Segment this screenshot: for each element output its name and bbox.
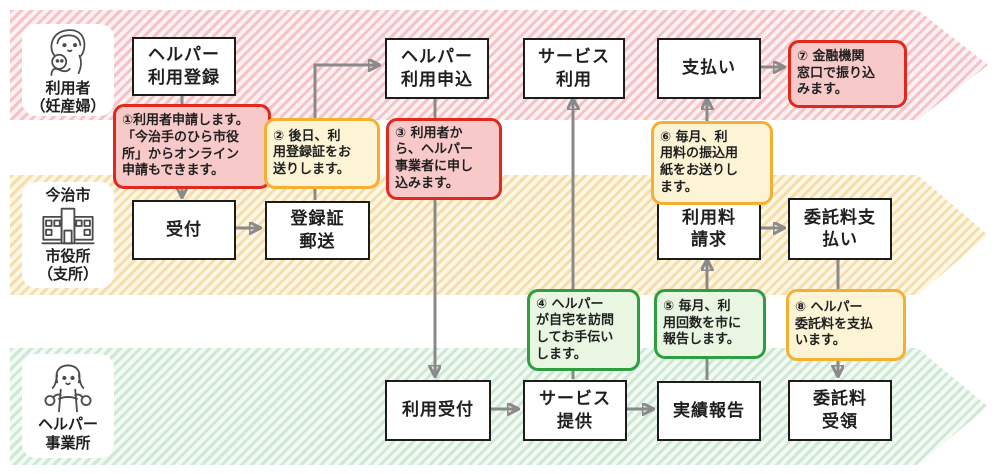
lane-label-helper-text: ヘルパー 事業所 [37, 415, 98, 452]
callout-7-bank-transfer: ⑦ 金融機関 窓口で振り込 みます。 [788, 40, 907, 108]
flow-box-service-use: サービス 利用 [523, 38, 625, 99]
flow-box-helper-registration: ヘルパー 利用登録 [132, 37, 236, 96]
lane-label-users: 利用者 （妊産婦） [22, 24, 114, 116]
flow-box-payment: 支払い [657, 38, 761, 99]
flow-box-commission-receipt: 委託料 受領 [788, 380, 892, 441]
callout-5-monthly-report: ⑤ 毎月、利 用回数を市に 報告します。 [654, 289, 766, 359]
flow-box-use-reception: 利用受付 [385, 380, 491, 441]
flow-box-service-provision: サービス 提供 [523, 380, 627, 441]
lane-label-city-top-text: 今治市 [45, 185, 91, 204]
mother-baby-icon [50, 29, 86, 76]
callout-8-pay-commission: ⑧ ヘルパー 委託料を支払 います。 [786, 289, 906, 361]
callout-3-apply-to-helper: ③ 利用者か ら、ヘルパー 事業者に申し 込みます。 [386, 118, 502, 200]
flow-box-commission-payment: 委託料支 払い [788, 198, 892, 260]
callout-1-user-application: ①利用者申請します。 「今治手のひら市役 所」からオンライン 申請もできます。 [113, 104, 271, 189]
callout-6-transfer-form: ⑥ 毎月、利 用料の振込用 紙をお送りし ます。 [651, 121, 773, 205]
flow-box-usage-fee-billing: 利用料 請求 [657, 198, 761, 260]
flow-box-performance-report: 実績報告 [657, 381, 761, 441]
lane-label-city: 今治市 市役所 （支所） [22, 182, 114, 288]
flow-box-certificate-mailing: 登録証 郵送 [265, 201, 370, 260]
flow-box-reception: 受付 [132, 200, 236, 260]
flow-box-helper-application: ヘルパー 利用申込 [385, 38, 489, 99]
callout-4-home-visit: ④ ヘルパー が自宅を訪問 してお手伝い します。 [527, 289, 640, 371]
lane-label-users-text: 利用者 （妊産婦） [30, 78, 106, 116]
callout-2-certificate-sent: ② 後日、利 用登録証をお 送りします。 [264, 118, 380, 189]
lane-label-city-text: 市役所 （支所） [37, 246, 98, 284]
helper-worker-icon [44, 364, 92, 413]
lane-label-helper: ヘルパー 事業所 [22, 354, 114, 458]
city-hall-icon [41, 207, 95, 244]
